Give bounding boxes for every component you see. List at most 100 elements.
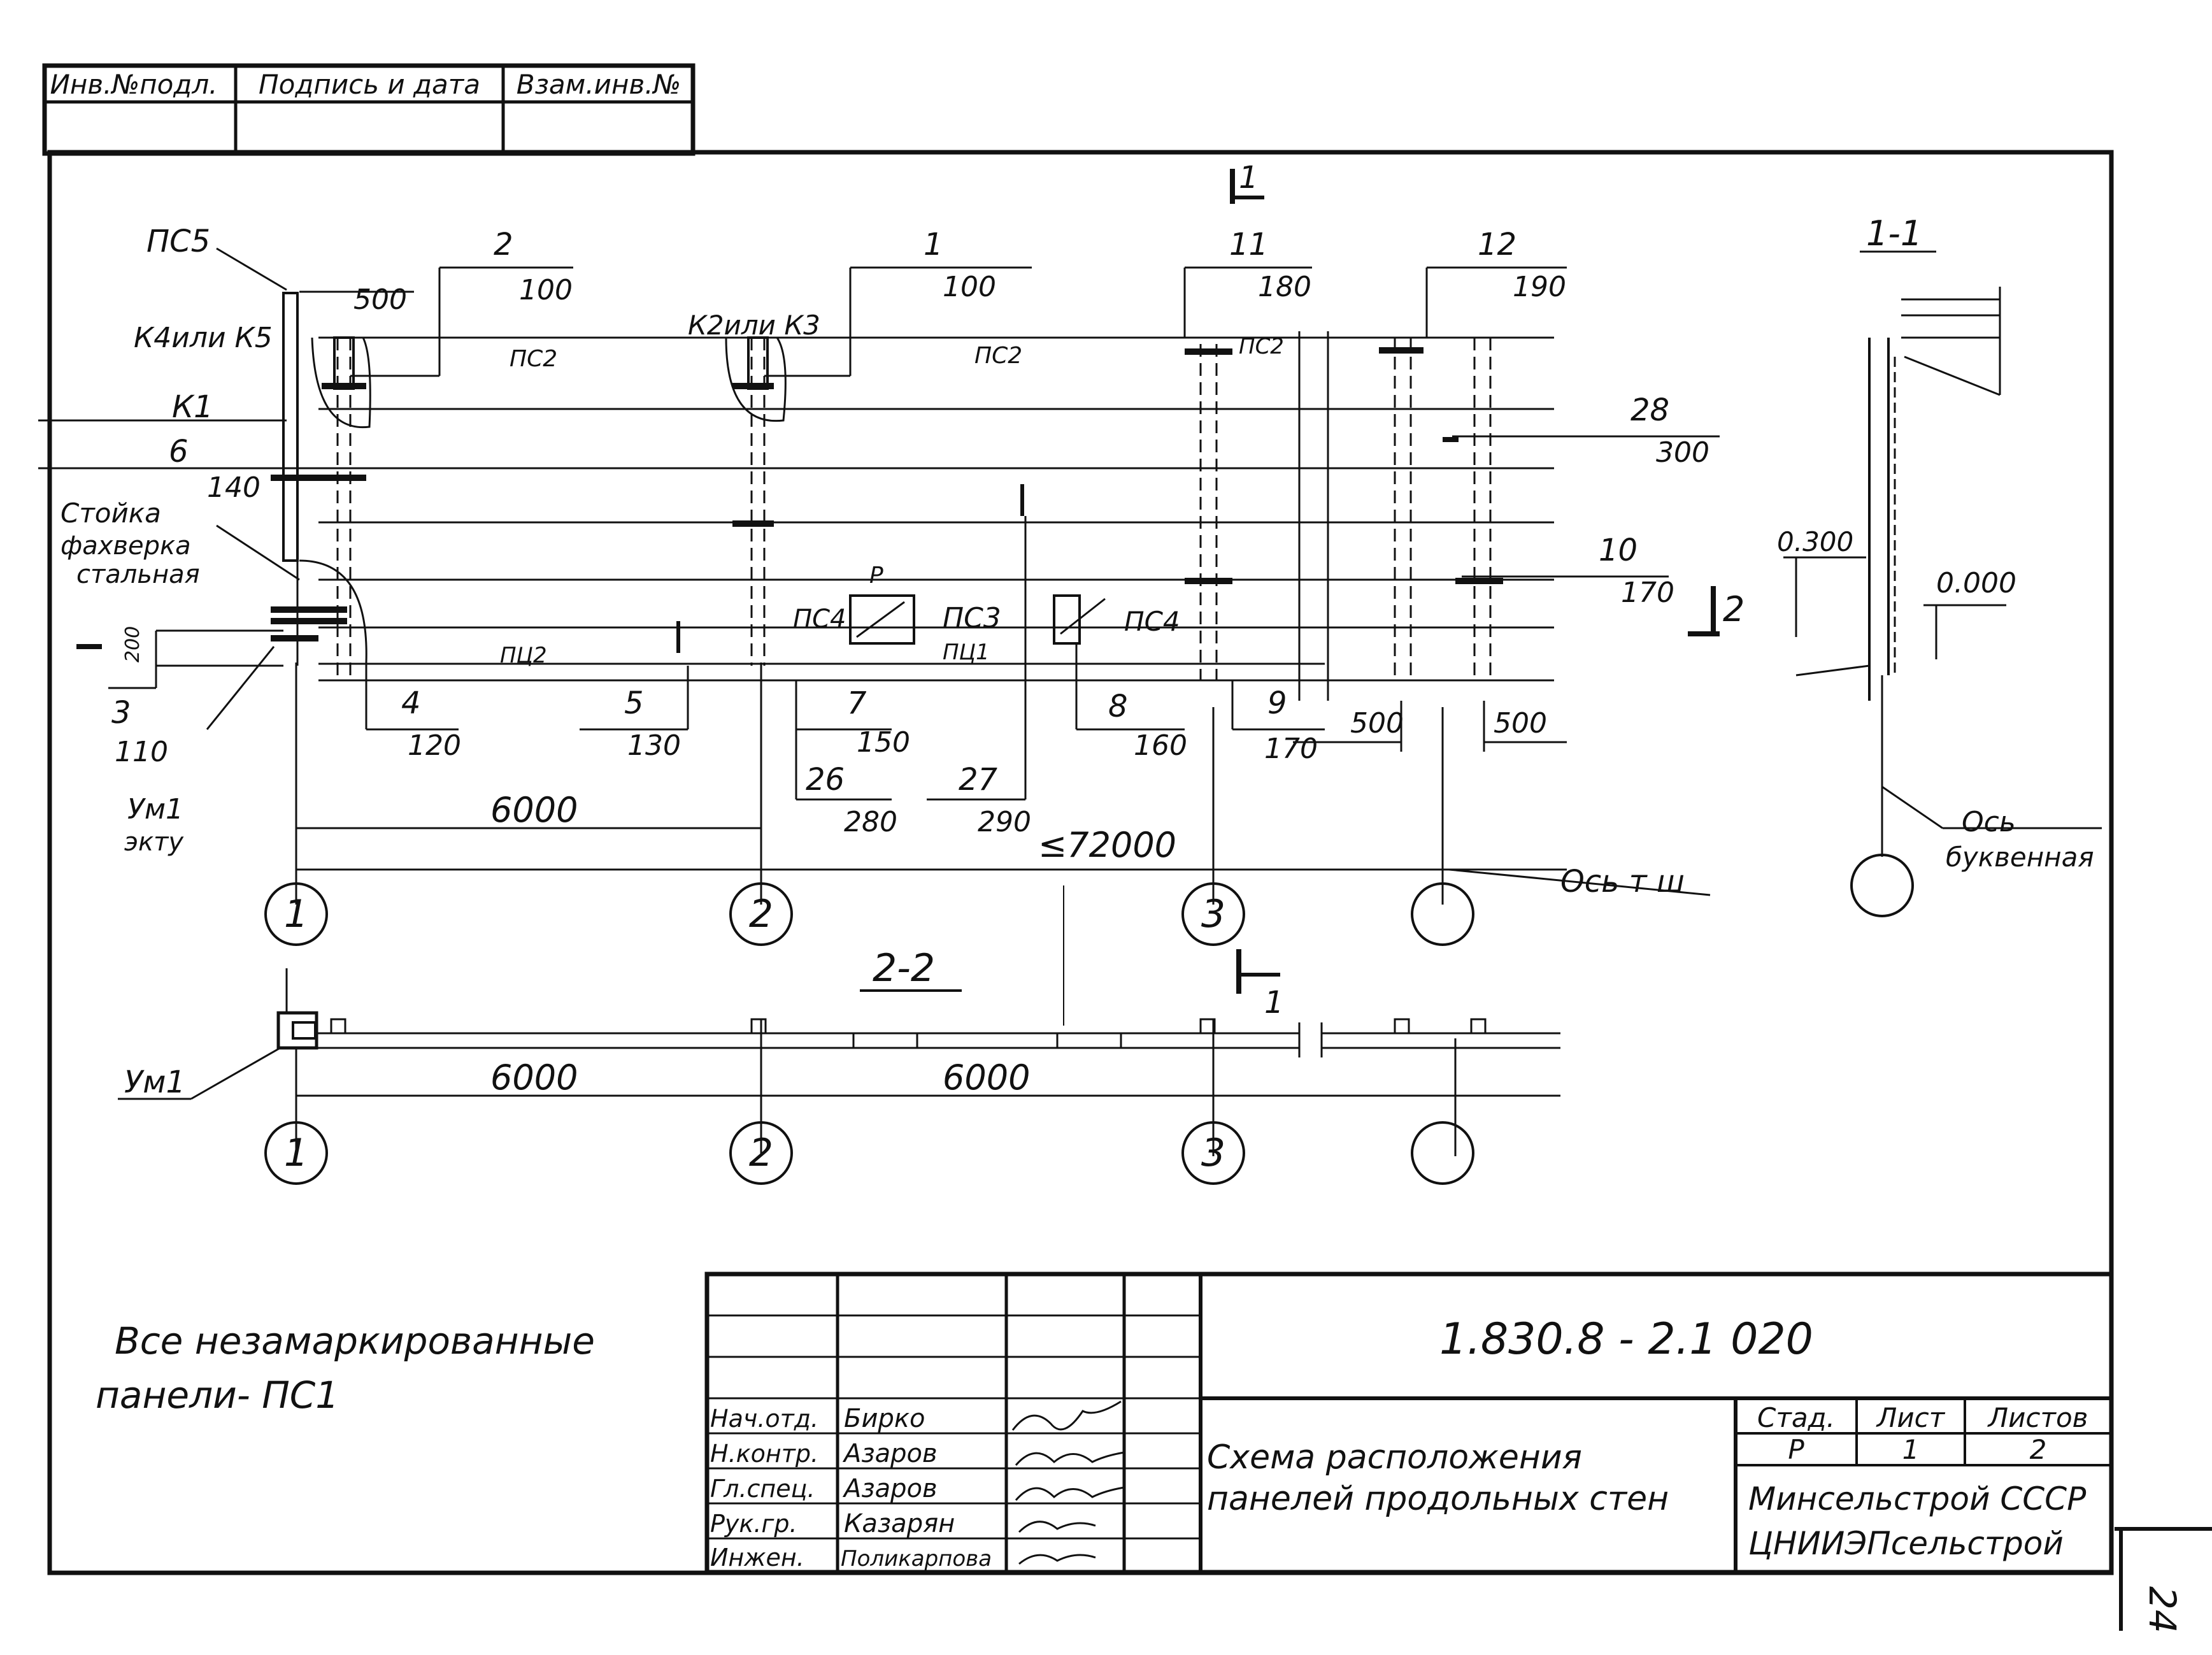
label-stoyka-1: Стойка xyxy=(61,498,161,529)
label-n6: 6 xyxy=(169,434,189,469)
title-block-text: 1.830.8 - 2.1 020 Схема расположения пан… xyxy=(710,1314,2088,1572)
label-pc4b: ПС4 xyxy=(1124,606,1180,637)
org-line-1: Минсельстрой СССР xyxy=(1748,1480,2087,1517)
label-um1: Ум1 xyxy=(127,793,183,826)
label-d100a: 100 xyxy=(519,274,573,306)
sheets-value: 2 xyxy=(2030,1434,2047,1465)
label-dim6000-c: 6000 xyxy=(943,1057,1030,1098)
section-1-1-title: 1-1 xyxy=(1866,213,1922,254)
label-axis-letter-2: буквенная xyxy=(1946,842,2094,873)
page-number: 24 xyxy=(2141,1586,2184,1633)
name-4: Казарян xyxy=(844,1509,955,1538)
label-d190: 190 xyxy=(1513,271,1566,303)
label-ektu: экту xyxy=(124,828,184,857)
axis-bottom-1: 1 xyxy=(284,1131,308,1175)
label-d5: 5 xyxy=(624,685,644,721)
label-d28: 28 xyxy=(1630,392,1669,428)
label-d180: 180 xyxy=(1258,271,1311,303)
signature-1 xyxy=(1011,1400,1122,1431)
wall-elevation xyxy=(38,247,1720,801)
label-d26: 26 xyxy=(806,762,845,798)
section-marker-2: 2 xyxy=(1688,586,1745,636)
label-pc5: ПС5 xyxy=(146,224,210,259)
role-3: Гл.спец. xyxy=(710,1475,815,1503)
axis-bottom-3: 3 xyxy=(1201,1131,1225,1175)
label-d500top: 500 xyxy=(353,283,407,316)
role-2: Н.контр. xyxy=(710,1440,818,1468)
label-pc2a: ПС2 xyxy=(510,346,557,372)
label-axis-tsh: Ось т ш xyxy=(1560,864,1685,899)
label-axis-letter-1: Ось xyxy=(1962,806,2016,838)
stage-value: Р xyxy=(1788,1434,1804,1465)
section-1-1: 1-1 0.300 0.000 Ось буквенная xyxy=(1777,213,2102,917)
label-d1: 1 xyxy=(924,227,943,262)
label-d7: 7 xyxy=(847,685,867,721)
label-k2k3: К2или К3 xyxy=(688,310,820,341)
title-line-2: панелей продольных стен xyxy=(1207,1480,1669,1518)
section-marker-top-label: 1 xyxy=(1239,160,1259,196)
label-pc4a: ПС4 xyxy=(793,605,846,634)
label-d120: 120 xyxy=(408,729,461,762)
label-n140: 140 xyxy=(207,471,260,504)
label-d10: 10 xyxy=(1599,533,1638,568)
role-5: Инжен. xyxy=(710,1544,804,1572)
label-n3: 3 xyxy=(111,695,131,731)
axis-bottom-2: 2 xyxy=(749,1131,773,1175)
label-d12: 12 xyxy=(1478,227,1516,262)
label-dim6000: 6000 xyxy=(490,790,578,830)
name-2: Азаров xyxy=(842,1439,938,1468)
label-d170b: 170 xyxy=(1264,733,1318,765)
page-number-box: 24 xyxy=(2115,1527,2212,1633)
plan-dimensions xyxy=(295,663,1711,1026)
label-d170a: 170 xyxy=(1621,577,1674,609)
label-stoyka-2: фахверка xyxy=(61,531,191,561)
plan-labels: ПС5 К4или К5 К1 6 140 Стойка фахверка ст… xyxy=(61,224,1709,899)
label-d130: 130 xyxy=(627,729,681,762)
note-line-1: Все незамаркированные xyxy=(115,1319,595,1363)
name-1: Бирко xyxy=(844,1404,925,1433)
label-d100b: 100 xyxy=(943,271,996,303)
label-d4: 4 xyxy=(401,685,421,721)
stage-header: Стад. xyxy=(1757,1402,1835,1433)
label-win-p: Р xyxy=(869,562,883,589)
label-dim72000: ≤72000 xyxy=(1038,825,1176,865)
label-k4k5: К4или К5 xyxy=(134,322,273,354)
stamp-col1: Инв.№подл. xyxy=(50,69,217,100)
label-d150: 150 xyxy=(857,726,910,759)
label-pc2c: ПС2 xyxy=(1239,334,1284,359)
org-line-2: ЦНИИЭПсельстрой xyxy=(1748,1525,2064,1562)
label-d27: 27 xyxy=(959,762,998,798)
sheet-value: 1 xyxy=(1902,1434,1920,1465)
section-marker-bottom-label: 1 xyxy=(1264,985,1284,1021)
axis-top-1: 1 xyxy=(284,892,308,936)
name-5: Поликарпова xyxy=(841,1546,992,1572)
label-k1: К1 xyxy=(172,389,213,425)
top-stamp: Инв.№подл. Подпись и дата Взам.инв.№ xyxy=(42,63,696,156)
sheets-header: Листов xyxy=(1987,1402,2088,1433)
axis-markers-bottom: 1 2 3 xyxy=(264,1121,1474,1185)
label-pc2b: ПС2 xyxy=(974,343,1022,369)
section-2-2-title: 2-2 xyxy=(873,946,935,991)
label-pcL: ПЦ2 xyxy=(500,643,547,668)
general-note: Все незамаркированные панели- ПС1 xyxy=(96,1319,595,1417)
stamp-col3: Взам.инв.№ xyxy=(517,69,681,100)
axis-markers-top: 1 2 3 xyxy=(264,882,1474,946)
title-block xyxy=(704,1272,2114,1575)
label-elev300: 0.300 xyxy=(1777,526,1853,557)
label-um1-section: Ум1 xyxy=(124,1064,185,1100)
label-dim6000-b: 6000 xyxy=(490,1057,578,1098)
axis-top-2: 2 xyxy=(749,892,773,936)
label-d9: 9 xyxy=(1267,685,1287,721)
signature-5 xyxy=(1018,1554,1096,1565)
title-line-1: Схема расположения xyxy=(1207,1438,1582,1477)
label-d160: 160 xyxy=(1134,729,1187,762)
section-marker-1-top: 1 xyxy=(1230,160,1264,204)
label-d11: 11 xyxy=(1229,227,1268,262)
signature-4 xyxy=(1018,1521,1096,1533)
name-3: Азаров xyxy=(842,1474,938,1503)
label-n110: 110 xyxy=(115,736,168,768)
label-n200: 200 xyxy=(122,626,144,663)
label-pc3: ПС3 xyxy=(943,602,1001,634)
label-stoyka-3: стальная xyxy=(76,560,200,589)
